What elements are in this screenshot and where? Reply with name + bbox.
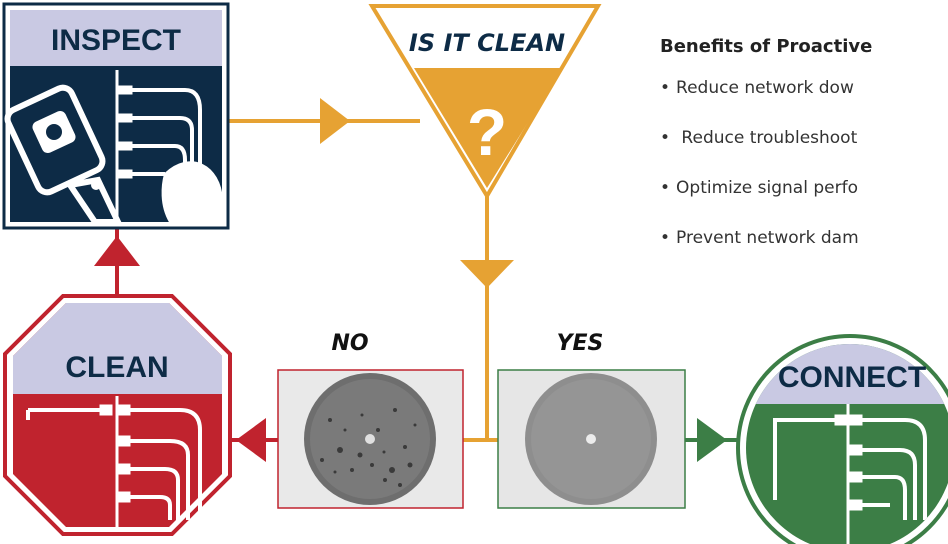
connector-cables-icon (773, 414, 927, 520)
benefit-text: Reduce network dow (676, 78, 854, 98)
connect-step: CONNECT (736, 334, 948, 544)
arrow-down-from-question (460, 260, 514, 288)
list-item: •Reduce network dow (660, 75, 948, 125)
bullet-icon: • (660, 78, 671, 98)
clean-label: CLEAN (65, 351, 168, 384)
is-it-clean-label: IS IT CLEAN (409, 29, 565, 57)
inspect-step: INSPECT (2, 2, 230, 230)
no-label: NO (331, 331, 368, 356)
arrow-right-to-connect (697, 418, 727, 462)
benefits-list: •Reduce network dow • Reduce troubleshoo… (660, 75, 948, 275)
benefits-panel: Benefits of Proactive •Reduce network do… (660, 36, 948, 275)
list-item: • Reduce troubleshoot (660, 125, 948, 175)
benefits-title: Benefits of Proactive (660, 36, 873, 57)
patch-cables-icon (117, 85, 223, 223)
arrow-right-to-question (320, 98, 350, 144)
question-mark-icon: ? (467, 95, 507, 169)
benefit-text: Prevent network dam (676, 228, 859, 248)
list-item: •Optimize signal perfo (660, 175, 948, 225)
list-item: •Prevent network dam (660, 225, 948, 275)
arrow-left-to-clean (236, 418, 266, 462)
bullet-icon: • (660, 178, 671, 198)
cleaning-cables-icon (26, 404, 202, 520)
benefit-text: Optimize signal perfo (676, 178, 858, 198)
yes-label: YES (557, 331, 604, 356)
connect-label: CONNECT (778, 361, 926, 394)
clean-endface-image (497, 369, 686, 509)
inspect-label: INSPECT (51, 24, 181, 57)
clean-step: CLEAN (3, 294, 232, 536)
bullet-icon: • (660, 128, 671, 148)
benefit-text: Reduce troubleshoot (676, 128, 858, 148)
dirty-endface-image (277, 369, 464, 509)
bullet-icon: • (660, 228, 671, 248)
arrow-up-to-inspect (94, 236, 140, 266)
contamination-particles (320, 408, 417, 487)
is-it-clean-step: IS IT CLEAN ? (368, 4, 602, 200)
